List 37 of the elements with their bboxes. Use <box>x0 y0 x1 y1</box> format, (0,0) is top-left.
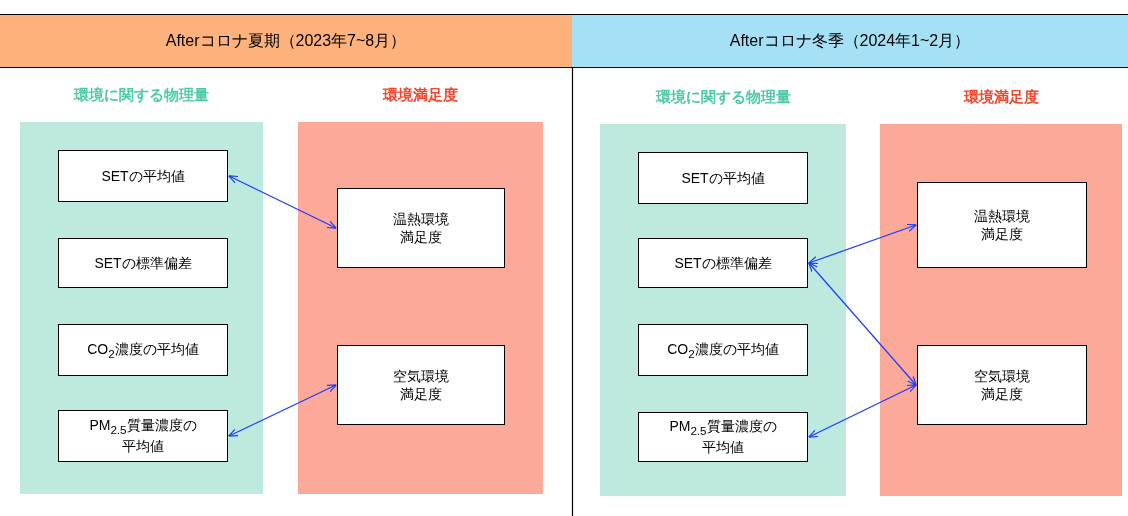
double-arrow <box>808 223 917 265</box>
box-text: CO$_{2}$濃度の平均値 <box>87 339 199 361</box>
header-title: Afterコロナ夏期（2023年7~8月） <box>165 30 407 51</box>
box-text: PM$_{2.5}$質量濃度の平均値 <box>668 417 778 457</box>
variable-box <box>337 188 505 268</box>
variable-box <box>58 150 228 202</box>
box-text: 空気環境満足度 <box>392 366 450 404</box>
column-title: 環境満足度 <box>381 86 459 105</box>
box-text: SETの標準偏差 <box>674 253 772 273</box>
column-title: 環境に関する物理量 <box>654 88 792 107</box>
column-title: 環境満足度 <box>962 88 1040 107</box>
double-arrow <box>808 384 917 438</box>
double-arrow <box>808 262 917 386</box>
variable-box <box>638 238 808 288</box>
box-text: SETの平均値 <box>681 168 765 188</box>
header-band <box>0 14 572 68</box>
double-arrow <box>228 175 337 229</box>
box-text: PM$_{2.5}$質量濃度の平均値 <box>88 416 198 456</box>
box-text: SETの標準偏差 <box>94 253 192 273</box>
variable-box <box>58 410 228 462</box>
variable-box <box>917 345 1087 425</box>
box-text: SETの平均値 <box>101 166 185 186</box>
double-arrow <box>228 384 337 437</box>
variable-box <box>638 324 808 376</box>
box-text: CO$_{2}$濃度の平均値 <box>667 339 779 361</box>
header-band <box>572 14 1128 68</box>
box-text: 空気環境満足度 <box>973 366 1031 404</box>
variable-box <box>917 182 1087 268</box>
header-title: Afterコロナ冬季（2024年1~2月） <box>729 30 971 51</box>
variable-box <box>337 345 505 425</box>
variable-box <box>58 324 228 376</box>
column-title: 環境に関する物理量 <box>72 86 210 105</box>
variable-box <box>58 238 228 288</box>
box-text: 温熱環境満足度 <box>392 209 450 247</box>
variable-box <box>638 412 808 462</box>
box-text: 温熱環境満足度 <box>973 206 1031 244</box>
variable-box <box>638 152 808 204</box>
